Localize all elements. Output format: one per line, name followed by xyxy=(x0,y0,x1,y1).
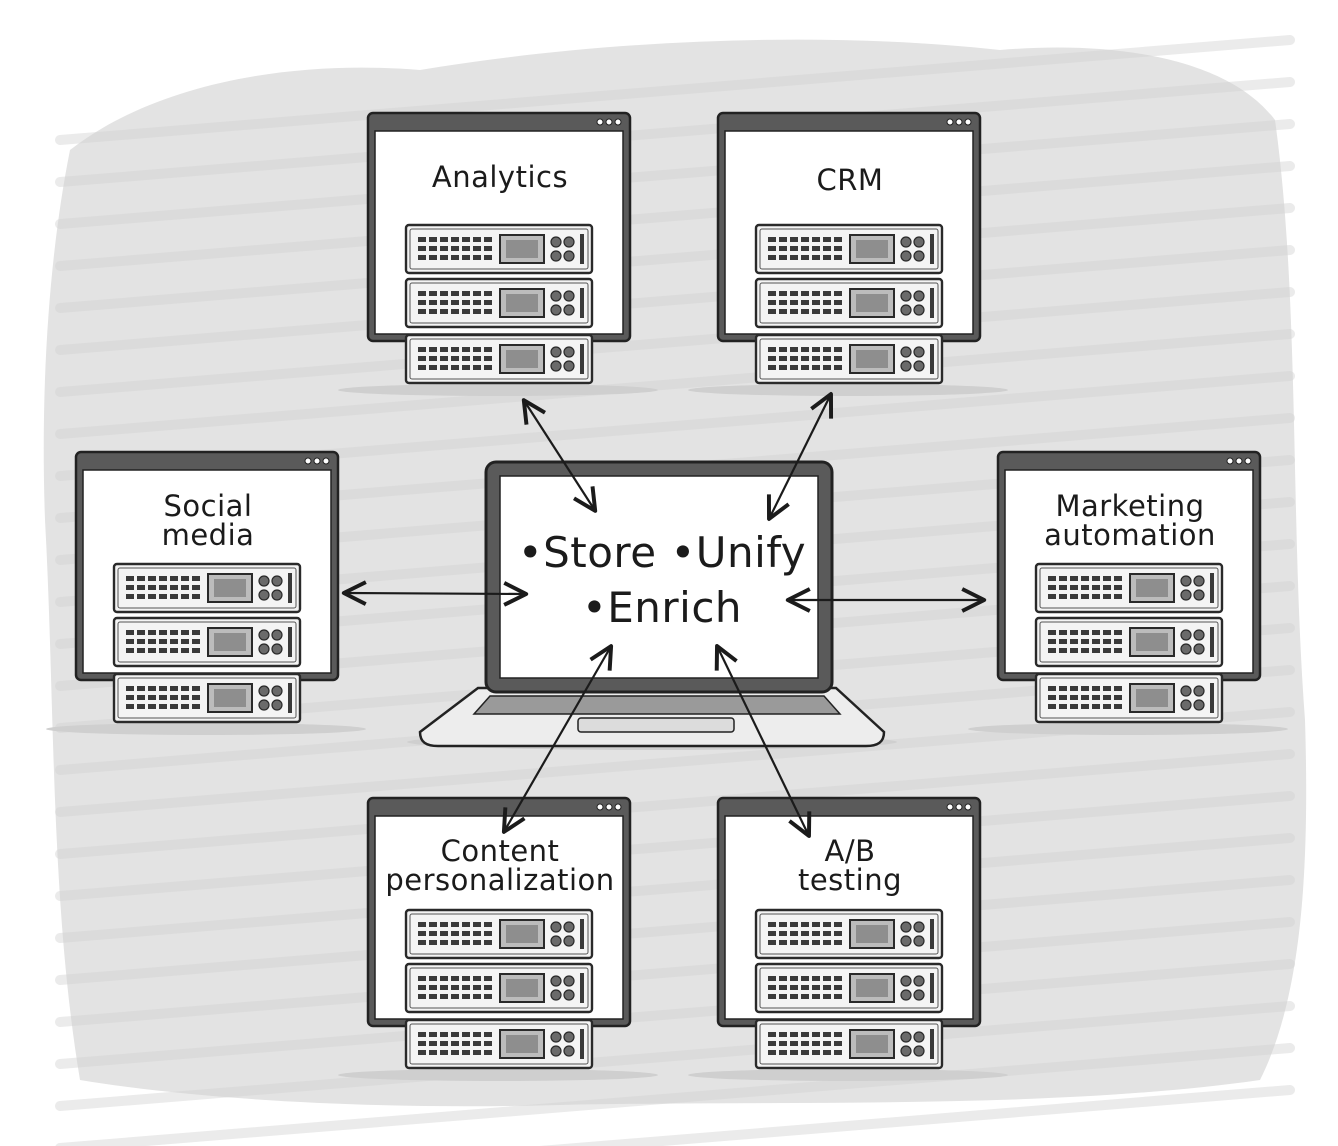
arrow-hub-crm xyxy=(766,392,834,521)
window-control-dot xyxy=(1235,457,1243,465)
window-analytics xyxy=(338,111,658,396)
background-hatch xyxy=(55,833,1295,943)
window-control-dot xyxy=(955,803,963,811)
node-label-ab-testing: A/B testing xyxy=(718,837,982,895)
background-hatch xyxy=(55,287,1295,397)
window-control-dot xyxy=(605,118,613,126)
node-content-line2: personalization xyxy=(385,863,615,897)
window-control-dot xyxy=(304,457,312,465)
window-control-dot xyxy=(614,803,622,811)
arrow-hub-social xyxy=(341,580,529,607)
server-unit-icon xyxy=(112,562,302,614)
server-unit-icon xyxy=(754,962,944,1014)
connection-arrows xyxy=(341,392,987,838)
background-hatch xyxy=(55,1001,1295,1111)
window-shadow xyxy=(688,384,1008,396)
server-unit-icon xyxy=(404,1018,594,1070)
window-control-dot xyxy=(313,457,321,465)
server-unit-icon xyxy=(404,908,594,960)
node-crm-line1: CRM xyxy=(816,163,884,197)
node-label-marketing-automation: Marketing automation xyxy=(998,492,1262,550)
server-unit-icon xyxy=(404,333,594,385)
window-crm xyxy=(688,111,1008,396)
background-hatch xyxy=(55,875,1295,985)
node-label-crm: CRM xyxy=(718,166,982,195)
window-control-dot xyxy=(1244,457,1252,465)
window-shadow xyxy=(688,1069,1008,1081)
server-unit-icon xyxy=(754,223,944,275)
hub-line1: •Store •Unify xyxy=(517,528,807,577)
system-windows xyxy=(46,111,1288,1081)
server-unit-icon xyxy=(1034,562,1224,614)
node-label-analytics: Analytics xyxy=(368,163,632,192)
server-unit-icon xyxy=(754,277,944,329)
server-unit-icon xyxy=(404,277,594,329)
window-content xyxy=(338,796,658,1081)
background-hatch xyxy=(539,1085,1295,1146)
background-hatch xyxy=(55,35,1295,145)
server-unit-icon xyxy=(754,908,944,960)
hub-label: •Store •Unify •Enrich xyxy=(500,526,824,635)
window-control-dot xyxy=(964,803,972,811)
window-ab xyxy=(688,796,1008,1081)
arrow-hub-ab xyxy=(714,644,812,838)
arrow-hub-analytics xyxy=(521,398,598,513)
server-unit-icon xyxy=(112,672,302,724)
laptop-trackpad xyxy=(577,717,735,733)
window-control-dot xyxy=(614,118,622,126)
node-marketing-line2: automation xyxy=(1044,518,1216,552)
window-marketing xyxy=(968,450,1288,735)
window-control-dot xyxy=(605,803,613,811)
hub-line2: •Enrich xyxy=(581,582,743,632)
server-unit-icon xyxy=(404,962,594,1014)
node-social-line2: media xyxy=(161,518,255,552)
background-hatch xyxy=(55,791,1295,901)
node-ab-line2: testing xyxy=(797,863,903,897)
window-control-dot xyxy=(964,118,972,126)
node-analytics-line1: Analytics xyxy=(431,160,569,194)
node-ab-line1: A/B xyxy=(824,834,876,868)
background-hatch xyxy=(55,1043,1295,1146)
window-control-dot xyxy=(322,457,330,465)
background-hatch xyxy=(55,203,1295,313)
server-unit-icon xyxy=(754,1018,944,1070)
node-content-line1: Content xyxy=(440,834,560,868)
background-hatch xyxy=(55,329,1295,439)
server-unit-icon xyxy=(754,333,944,385)
window-shadow xyxy=(968,723,1288,735)
laptop-keyboard xyxy=(472,695,842,715)
node-label-social-media: Social media xyxy=(76,492,340,550)
server-unit-icon xyxy=(1034,616,1224,668)
window-control-dot xyxy=(596,803,604,811)
background-hatch xyxy=(55,917,1295,1027)
background-hatch xyxy=(55,77,1295,187)
background-hatch xyxy=(55,161,1295,271)
server-unit-icon xyxy=(404,223,594,275)
node-marketing-line1: Marketing xyxy=(1055,489,1205,523)
window-control-dot xyxy=(1226,457,1234,465)
window-shadow xyxy=(338,384,658,396)
background-hatch xyxy=(55,245,1295,355)
window-control-dot xyxy=(946,803,954,811)
arrow-hub-content xyxy=(501,644,614,834)
node-label-content-personalization: Content personalization xyxy=(368,837,632,895)
window-control-dot xyxy=(946,118,954,126)
background-hatch xyxy=(55,119,1295,229)
background-hatch xyxy=(55,749,1295,859)
window-shadow xyxy=(338,1069,658,1081)
background-hatch xyxy=(55,959,1295,1069)
server-unit-icon xyxy=(1034,672,1224,724)
window-control-dot xyxy=(596,118,604,126)
window-social xyxy=(46,450,366,735)
server-unit-icon xyxy=(112,616,302,668)
node-social-line1: Social xyxy=(163,489,253,523)
window-shadow xyxy=(46,723,366,735)
window-control-dot xyxy=(955,118,963,126)
